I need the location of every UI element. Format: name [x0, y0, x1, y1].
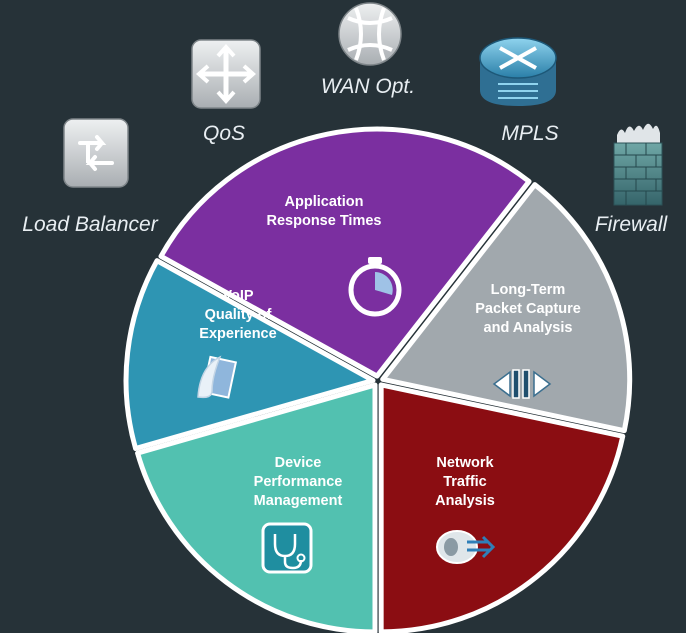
segment-wedge-long-term-packet-capture [380, 182, 633, 434]
segment-label-voip-quality-of-experience: VoIP Quality of Experience [199, 288, 276, 342]
mpls: MPLS [479, 37, 559, 145]
traffic-flow-icon [436, 530, 496, 564]
device-label-wan-opt: WAN Opt. [321, 75, 415, 98]
load-balancer: Load Balancer [22, 118, 159, 236]
wan-opt: WAN Opt. [321, 2, 415, 98]
segment-label-line: Quality of [205, 307, 272, 323]
segment-voip-quality-of-experience: VoIP Quality of Experience [123, 258, 376, 452]
stopwatch-icon [348, 257, 402, 317]
segment-label-line: Response Times [267, 213, 382, 229]
firewall: Firewall [595, 123, 669, 236]
segment-label-line: VoIP [222, 288, 253, 304]
segment-wedge-application-response-times [158, 126, 532, 379]
phone-handset-icon [197, 355, 238, 399]
segment-label-line: Network [436, 455, 494, 471]
qos: QoS [191, 39, 261, 145]
segment-label-line: Management [254, 493, 343, 509]
segment-wedge-network-traffic-analysis [378, 382, 626, 633]
segment-label-line: Application [285, 194, 364, 210]
segment-label-line: Packet Capture [475, 301, 581, 317]
segment-label-line: and Analysis [484, 320, 573, 336]
device-label-firewall: Firewall [595, 213, 669, 236]
playback-controls-icon [492, 369, 552, 399]
mpls-router-icon [479, 37, 557, 106]
segment-wedge-voip-quality-of-experience [123, 258, 376, 452]
wan-optimizer-icon [338, 2, 402, 66]
firewall-icon [613, 123, 663, 206]
device-label-mpls: MPLS [501, 122, 558, 145]
device-label-qos: QoS [203, 122, 245, 145]
segment-label-line: Device [275, 455, 322, 471]
qos-router-icon [191, 39, 261, 109]
segment-wedge-device-performance-management [135, 382, 378, 633]
device-label-load-balancer: Load Balancer [22, 213, 158, 236]
segment-label-line: Performance [254, 474, 343, 490]
load-balancer-icon [63, 118, 129, 188]
segment-label-line: Experience [199, 326, 276, 342]
segment-label-line: Traffic [443, 474, 487, 490]
segment-label-line: Long-Term [491, 282, 566, 298]
segment-label-line: Analysis [435, 493, 495, 509]
stethoscope-icon [261, 522, 313, 574]
